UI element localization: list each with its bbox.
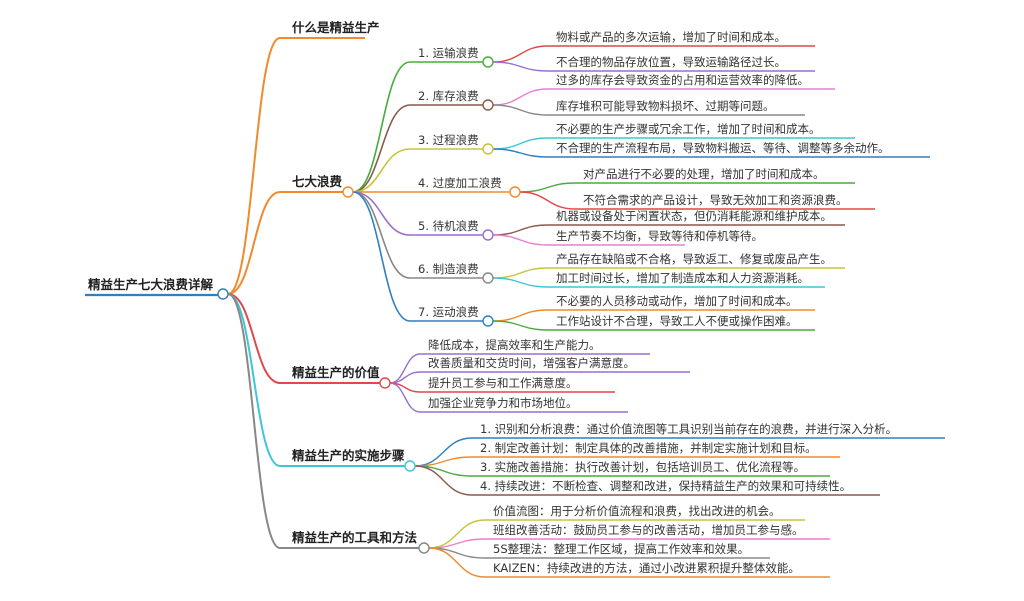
branch-toggle[interactable] [404, 460, 416, 472]
branch-toggle[interactable] [418, 542, 430, 554]
leaf-connector [492, 309, 815, 322]
root-toggle[interactable] [217, 288, 229, 300]
subtopic-toggle[interactable] [509, 186, 521, 198]
leaf-item[interactable]: 对产品进行不必要的处理，增加了时间和成本。 [583, 167, 825, 181]
leaf-connector [428, 538, 830, 549]
subtopic-label[interactable]: 7. 运动浪费 [418, 305, 479, 319]
subtopic-connector [352, 104, 483, 193]
leaf-connector [389, 371, 690, 384]
leaf-connector [492, 104, 805, 116]
leaf-connector [492, 224, 845, 236]
leaf-connector [492, 148, 930, 158]
leaf-item[interactable]: 不合理的生产流程布局，导致物料搬运、等待、调整等多余动作。 [556, 141, 890, 155]
leaf-item[interactable]: 班组改善活动：鼓励员工参与的改善活动，增加员工参与感。 [493, 523, 804, 537]
subtopic-label[interactable]: 5. 待机浪费 [418, 219, 479, 233]
leaf-connector [519, 182, 855, 193]
leaf-item[interactable]: 加工时间过长，增加了制造成本和人力资源消耗。 [556, 271, 809, 285]
subtopic-connector [352, 191, 483, 236]
leaf-item[interactable]: 生产节奏不均衡，导致等待和停机等待。 [556, 229, 763, 243]
branch-connector [227, 37, 365, 295]
leaf-connector [414, 437, 945, 467]
subtopic-connector [352, 61, 483, 193]
subtopic-connector [352, 191, 483, 322]
leaf-item[interactable]: 4. 持续改进：不断检查、调整和改进，保持精益生产的效果和可持续性。 [480, 479, 852, 493]
leaf-item[interactable]: 库存堆积可能导致物料损坏、过期等问题。 [556, 99, 775, 113]
subtopic-toggle[interactable] [482, 272, 494, 284]
leaf-item[interactable]: 降低成本，提高效率和生产能力。 [428, 338, 601, 352]
subtopic-connector [352, 191, 483, 279]
leaf-item[interactable]: 加强企业竞争力和市场地位。 [428, 396, 578, 410]
leaf-item[interactable]: 1. 识别和分析浪费：通过价值流图等工具识别当前存在的浪费，并进行深入分析。 [480, 422, 898, 436]
branch-topic[interactable]: 七大浪费 [292, 174, 343, 189]
branch-topic[interactable]: 精益生产的价值 [292, 365, 380, 380]
branch-toggle[interactable] [379, 377, 391, 389]
leaf-item[interactable]: 5S整理法：整理工作区域，提高工作效率和效果。 [493, 542, 750, 556]
subtopic-label[interactable]: 6. 制造浪费 [418, 262, 479, 276]
leaf-item[interactable]: 产品存在缺陷或不合格，导致返工、修复或废品产生。 [556, 252, 832, 266]
branch-connector [227, 293, 405, 467]
leaf-connector [492, 45, 815, 63]
leaf-item[interactable]: 工作站设计不合理，导致工人不便或操作困难。 [556, 314, 798, 328]
branch-connector [227, 191, 343, 295]
leaf-connector [414, 456, 840, 467]
subtopic-toggle[interactable] [482, 143, 494, 155]
leaf-connector [414, 465, 880, 496]
leaf-connector [492, 320, 815, 331]
subtopic-toggle[interactable] [482, 315, 494, 327]
root-topic[interactable]: 精益生产七大浪费详解 [88, 277, 214, 292]
subtopic-label[interactable]: 2. 库存浪费 [418, 89, 479, 103]
leaf-connector [519, 191, 875, 210]
leaf-item[interactable]: 机器或设备处于闲置状态，但仍消耗能源和维护成本。 [556, 209, 832, 223]
subtopic-connector [352, 148, 483, 193]
branch-connector [227, 293, 380, 384]
subtopic-toggle[interactable] [482, 99, 494, 111]
subtopic-label[interactable]: 4. 过度加工浪费 [418, 176, 502, 190]
leaf-connector [492, 88, 835, 106]
branch-topic[interactable]: 精益生产的工具和方法 [292, 530, 418, 545]
subtopic-label[interactable]: 1. 运输浪费 [418, 46, 479, 60]
leaf-item[interactable]: 不必要的人员移动或动作，增加了时间和成本。 [556, 294, 798, 308]
branch-toggle[interactable] [342, 186, 354, 198]
leaf-item[interactable]: 2. 制定改善计划：制定具体的改善措施，并制定实施计划和目标。 [480, 441, 817, 455]
subtopic-toggle[interactable] [482, 229, 494, 241]
subtopic-toggle[interactable] [482, 56, 494, 68]
leaf-connector [492, 234, 685, 246]
leaf-item[interactable]: 物料或产品的多次运输，增加了时间和成本。 [556, 30, 786, 44]
branch-connector [227, 293, 419, 549]
leaf-item[interactable]: 提升员工参与和工作满意度。 [428, 376, 578, 390]
leaf-connector [492, 267, 845, 279]
branch-topic[interactable]: 精益生产的实施步骤 [292, 448, 405, 463]
leaf-item[interactable]: 不符合需求的产品设计，导致无效加工和资源浪费。 [583, 193, 848, 207]
branch-topic[interactable]: 什么是精益生产 [292, 20, 380, 35]
leaf-item[interactable]: 不合理的物品存放位置，导致运输路径过长。 [556, 55, 786, 69]
leaf-connector [492, 137, 855, 150]
leaf-connector [492, 61, 815, 72]
leaf-item[interactable]: 不必要的生产步骤或冗余工作，增加了时间和成本。 [556, 122, 821, 136]
leaf-connector [428, 519, 805, 549]
leaf-connector [492, 277, 825, 288]
leaf-item[interactable]: KAIZEN：持续改进的方法，通过小改进累积提升整体效能。 [493, 561, 800, 575]
leaf-item[interactable]: 过多的库存会导致资金的占用和运营效率的降低。 [556, 73, 809, 87]
leaf-item[interactable]: 3. 实施改善措施：执行改善计划，包括培训员工、优化流程等。 [480, 460, 806, 474]
leaf-connector [428, 547, 830, 578]
subtopic-label[interactable]: 3. 过程浪费 [418, 133, 479, 147]
leaf-item[interactable]: 价值流图：用于分析价值流程和浪费，找出改进的机会。 [493, 504, 781, 518]
leaf-item[interactable]: 改善质量和交货时间，增强客户满意度。 [428, 356, 635, 370]
leaf-connector [389, 382, 628, 413]
